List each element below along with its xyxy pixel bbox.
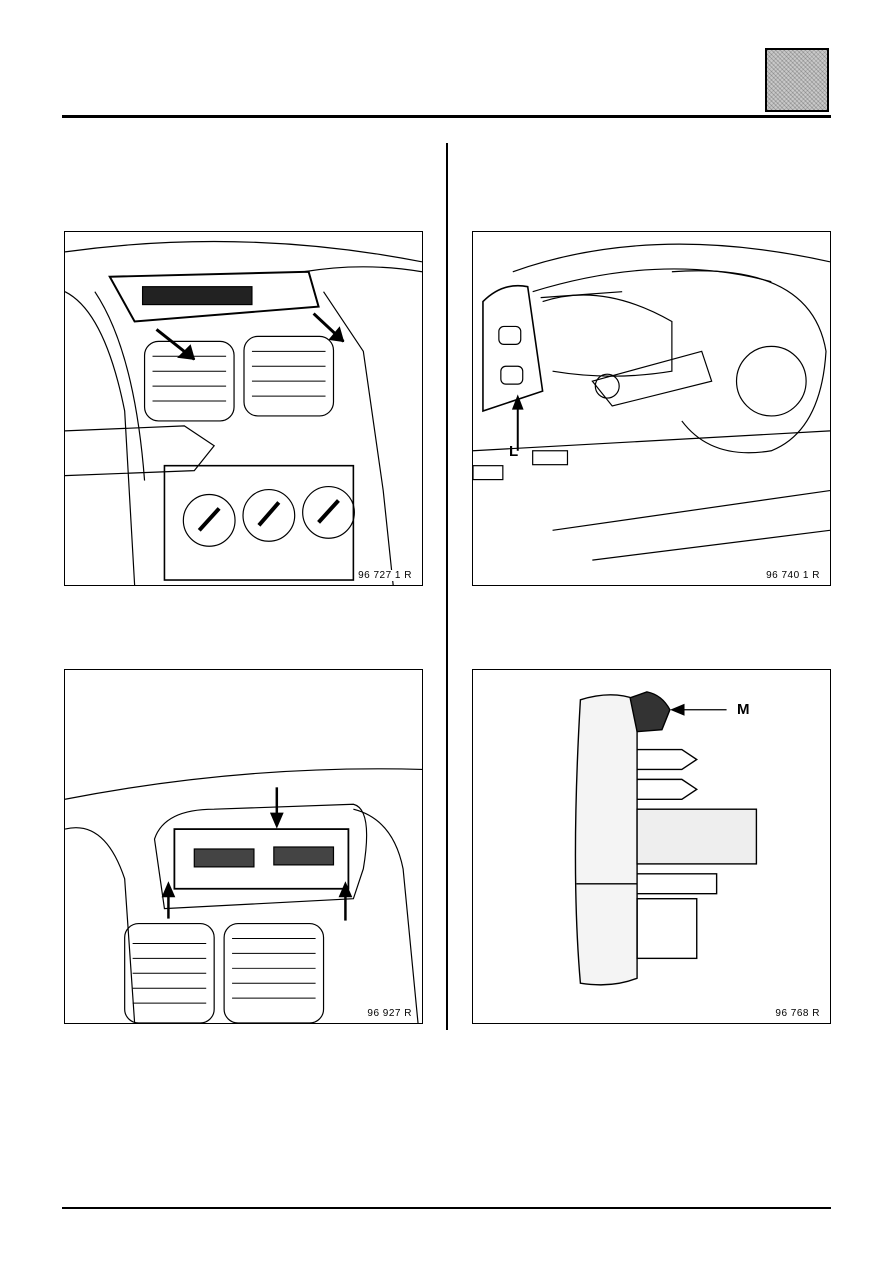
section-tab bbox=[765, 48, 829, 112]
figure-reference: 96 768 R bbox=[773, 1008, 822, 1019]
footer-rule bbox=[62, 1207, 831, 1209]
figure-reference: 96 740 1 R bbox=[764, 570, 822, 581]
callout-m: M bbox=[737, 701, 750, 718]
figure-dashboard-vents: 96 727 1 R bbox=[64, 231, 423, 586]
dashboard-vents-illustration bbox=[65, 240, 422, 585]
figure-reference: 96 927 R bbox=[365, 1008, 414, 1019]
steering-column-illustration bbox=[473, 243, 830, 561]
figure-steering-column: L 96 740 1 R bbox=[472, 231, 831, 586]
figure-display-fasteners: 96 927 R bbox=[64, 669, 423, 1024]
header-rule bbox=[62, 115, 831, 118]
switch-clip-illustration bbox=[574, 691, 758, 986]
column-divider bbox=[446, 143, 448, 1030]
figure-switch-clip: M 96 768 R bbox=[472, 669, 831, 1024]
figure-reference: 96 727 1 R bbox=[356, 570, 414, 581]
callout-l: L bbox=[509, 443, 519, 460]
display-fasteners-illustration bbox=[65, 768, 422, 1023]
